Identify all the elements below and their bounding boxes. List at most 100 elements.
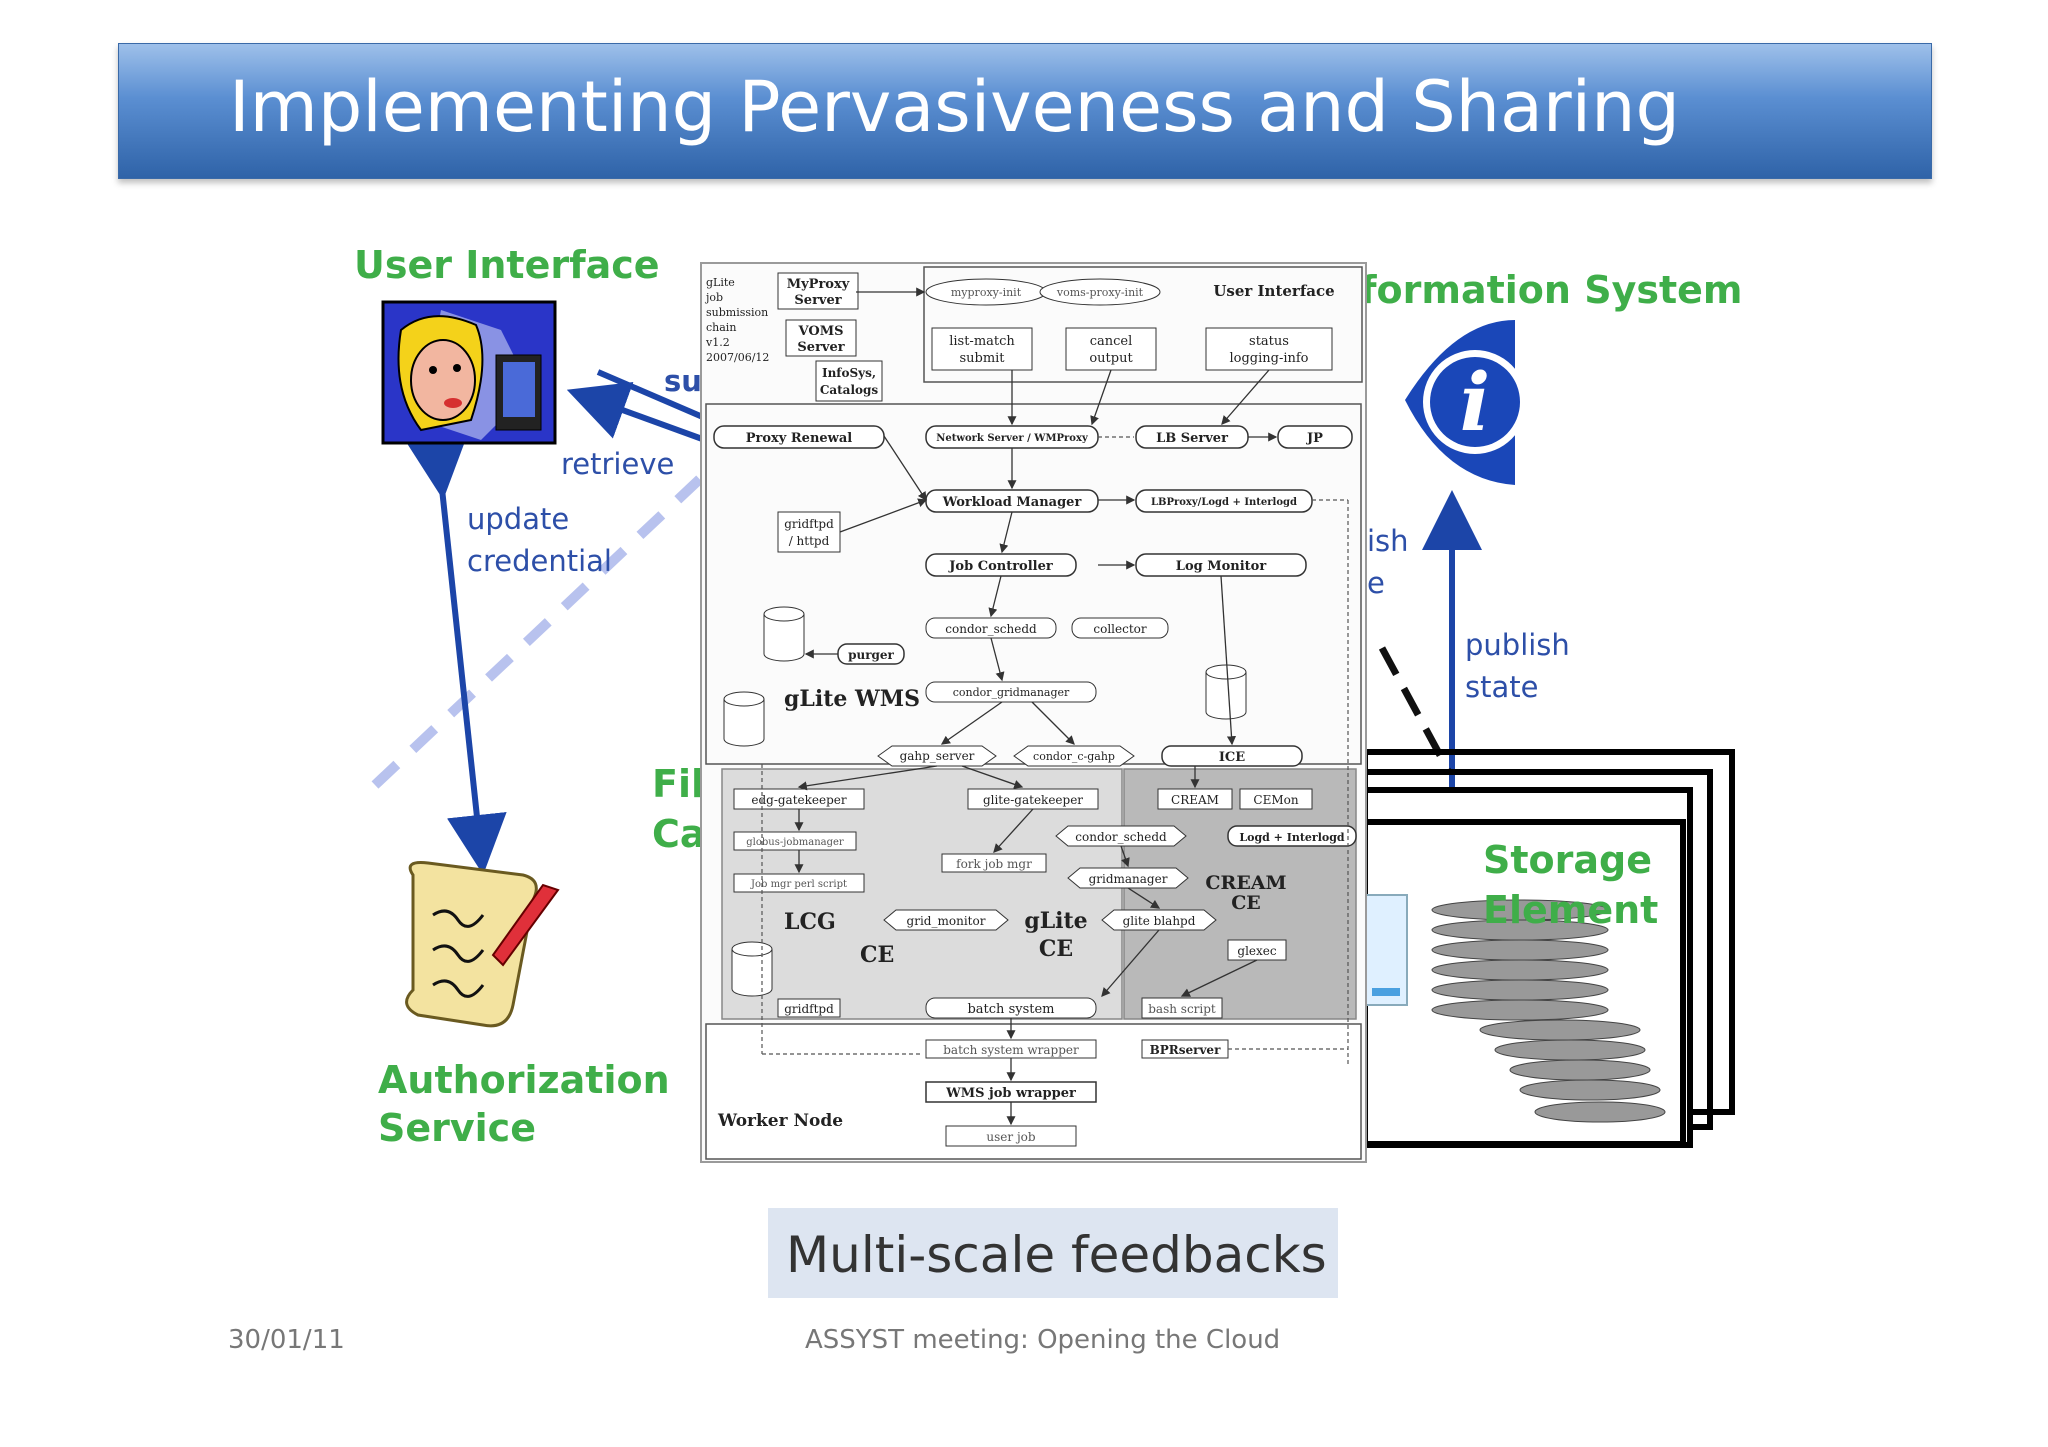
gridftpd-label-1: gridftpd bbox=[784, 517, 834, 531]
publish-state-label-1: publish bbox=[1465, 628, 1570, 662]
log-monitor-label: Log Monitor bbox=[1176, 559, 1267, 574]
user-interface-label: User Interface bbox=[354, 243, 660, 287]
glite-architecture-diagram: gLite job submission chain v1.2 2007/06/… bbox=[700, 262, 1367, 1163]
myproxy-server-label-2: Server bbox=[794, 293, 841, 308]
title-bar: Implementing Pervasiveness and Sharing bbox=[118, 43, 1932, 179]
voms-proxy-init-label: voms-proxy-init bbox=[1056, 286, 1144, 299]
gridftpd-ce-label: gridftpd bbox=[784, 1002, 834, 1016]
chain-note-0: gLite bbox=[706, 276, 735, 289]
status-label-1: status bbox=[1249, 334, 1289, 349]
storage-element-label-1: Storage bbox=[1483, 838, 1652, 882]
update-credential-arrow bbox=[406, 436, 507, 875]
myproxy-init-label: myproxy-init bbox=[951, 286, 1022, 299]
update-credential-label-2: credential bbox=[467, 544, 612, 578]
woman-at-computer-icon bbox=[381, 300, 557, 445]
condor-schedd-ce-label: condor_schedd bbox=[1075, 830, 1167, 844]
ish-partial-label: ish bbox=[1367, 524, 1409, 558]
voms-server-label-2: Server bbox=[797, 340, 844, 355]
information-system-label: formation System bbox=[1360, 268, 1743, 312]
retrieve-arrow bbox=[566, 382, 707, 443]
update-credential-label-1: update bbox=[467, 502, 570, 536]
workload-manager-label: Workload Manager bbox=[942, 495, 1082, 510]
authorization-label-1: Authorization bbox=[378, 1058, 670, 1102]
chain-note-1: job bbox=[704, 291, 723, 304]
caption-text: Multi-scale feedbacks bbox=[786, 1226, 1327, 1284]
condor-schedd-label: condor_schedd bbox=[945, 622, 1037, 636]
ce-region-cream bbox=[1123, 768, 1357, 1020]
job-mgr-perl-label: Job mgr perl script bbox=[750, 879, 847, 890]
edg-gatekeeper-label: edg-gatekeeper bbox=[751, 793, 847, 807]
submit-arrow bbox=[596, 369, 707, 421]
infosys-label-1: InfoSys, bbox=[822, 366, 876, 380]
publish-state-label-2: state bbox=[1465, 670, 1539, 704]
collector-label: collector bbox=[1093, 622, 1146, 636]
chain-note-3: chain bbox=[706, 321, 736, 334]
gridmanager-label: gridmanager bbox=[1089, 872, 1168, 886]
voms-server-label-1: VOMS bbox=[798, 324, 844, 339]
disk-stack-icon bbox=[1364, 894, 1666, 1123]
status-label-2: logging-info bbox=[1229, 351, 1308, 366]
job-controller-label: Job Controller bbox=[948, 559, 1053, 574]
fork-job-mgr-label: fork job mgr bbox=[956, 857, 1032, 871]
ui-inner-label: User Interface bbox=[1213, 282, 1334, 300]
logd-interlogd-label: Logd + Interlogd bbox=[1239, 831, 1345, 844]
condor-gridmanager-label: condor_gridmanager bbox=[953, 686, 1070, 699]
glite-blahpd-label: glite blahpd bbox=[1123, 914, 1196, 928]
user-job-label: user job bbox=[986, 1130, 1035, 1144]
list-match-label-1: list-match bbox=[949, 334, 1015, 349]
flow-arrows bbox=[794, 287, 1278, 1126]
globus-jobmanager-label: globus-jobmanager bbox=[746, 837, 844, 848]
gahp-server-label: gahp_server bbox=[900, 749, 975, 763]
purger-label: purger bbox=[848, 648, 894, 662]
ui-region bbox=[923, 266, 1363, 383]
scroll-quill-icon bbox=[405, 861, 560, 1028]
gridftpd-label-2: / httpd bbox=[789, 534, 830, 548]
storage-element-label-2: Element bbox=[1483, 888, 1659, 932]
cemon-label: CEMon bbox=[1253, 793, 1298, 807]
cream-ce-label-1: CREAM bbox=[1205, 872, 1286, 894]
lcg-ce-label: CE bbox=[860, 942, 894, 968]
cream-label: CREAM bbox=[1171, 793, 1219, 807]
lb-server-label: LB Server bbox=[1156, 431, 1228, 446]
list-match-label-2: submit bbox=[959, 351, 1005, 366]
condor-c-gahp-label: condor_c-gahp bbox=[1033, 750, 1115, 763]
proxy-renewal-label: Proxy Renewal bbox=[746, 431, 853, 446]
ce-region-lcg bbox=[721, 768, 1123, 1020]
e-partial-label: e bbox=[1367, 566, 1385, 600]
glite-wms-label: gLite WMS bbox=[784, 686, 920, 712]
infosys-label-2: Catalogs bbox=[820, 383, 879, 397]
grid-monitor-label: grid_monitor bbox=[907, 914, 986, 928]
architecture-svg: gLite job submission chain v1.2 2007/06/… bbox=[704, 266, 1363, 1160]
retrieve-label: retrieve bbox=[561, 447, 675, 481]
caption-box: Multi-scale feedbacks bbox=[768, 1208, 1338, 1298]
lcg-label: LCG bbox=[784, 909, 836, 935]
chain-note-2: submission bbox=[706, 306, 768, 319]
svg-text:i: i bbox=[1460, 355, 1490, 449]
cancel-label-2: output bbox=[1089, 351, 1133, 366]
worker-node-label: Worker Node bbox=[717, 1111, 843, 1131]
glexec-label: glexec bbox=[1237, 944, 1276, 958]
myproxy-server-label-1: MyProxy bbox=[787, 277, 850, 292]
glite-ce-label-1: gLite bbox=[1024, 908, 1087, 934]
bash-script-label: bash script bbox=[1148, 1002, 1216, 1016]
dashed-flow-arrows bbox=[761, 436, 1349, 1064]
authorization-label-2: Service bbox=[378, 1106, 536, 1150]
submit-label: su bbox=[664, 364, 702, 398]
ice-label: ICE bbox=[1219, 750, 1245, 765]
jp-label: JP bbox=[1306, 431, 1323, 446]
chain-note-4: v1.2 bbox=[705, 336, 730, 349]
glite-gatekeeper-label: glite-gatekeeper bbox=[983, 793, 1083, 807]
batch-system-label: batch system bbox=[967, 1002, 1054, 1017]
bprserver-label: BPRserver bbox=[1150, 1043, 1221, 1057]
file-catalog-label-1: Fil bbox=[652, 762, 705, 806]
batch-wrapper-label: batch system wrapper bbox=[943, 1043, 1079, 1057]
glite-ce-label-2: CE bbox=[1039, 936, 1073, 962]
footer-date: 30/01/11 bbox=[228, 1325, 345, 1355]
wms-job-wrapper-label: WMS job wrapper bbox=[945, 1086, 1076, 1101]
cancel-label-1: cancel bbox=[1090, 334, 1133, 349]
slide-title: Implementing Pervasiveness and Sharing bbox=[229, 66, 1680, 148]
footer-center: ASSYST meeting: Opening the Cloud bbox=[805, 1325, 1281, 1355]
lbproxy-label: LBProxy/Logd + Interlogd bbox=[1151, 497, 1297, 508]
info-eye-icon: i bbox=[1405, 320, 1527, 485]
